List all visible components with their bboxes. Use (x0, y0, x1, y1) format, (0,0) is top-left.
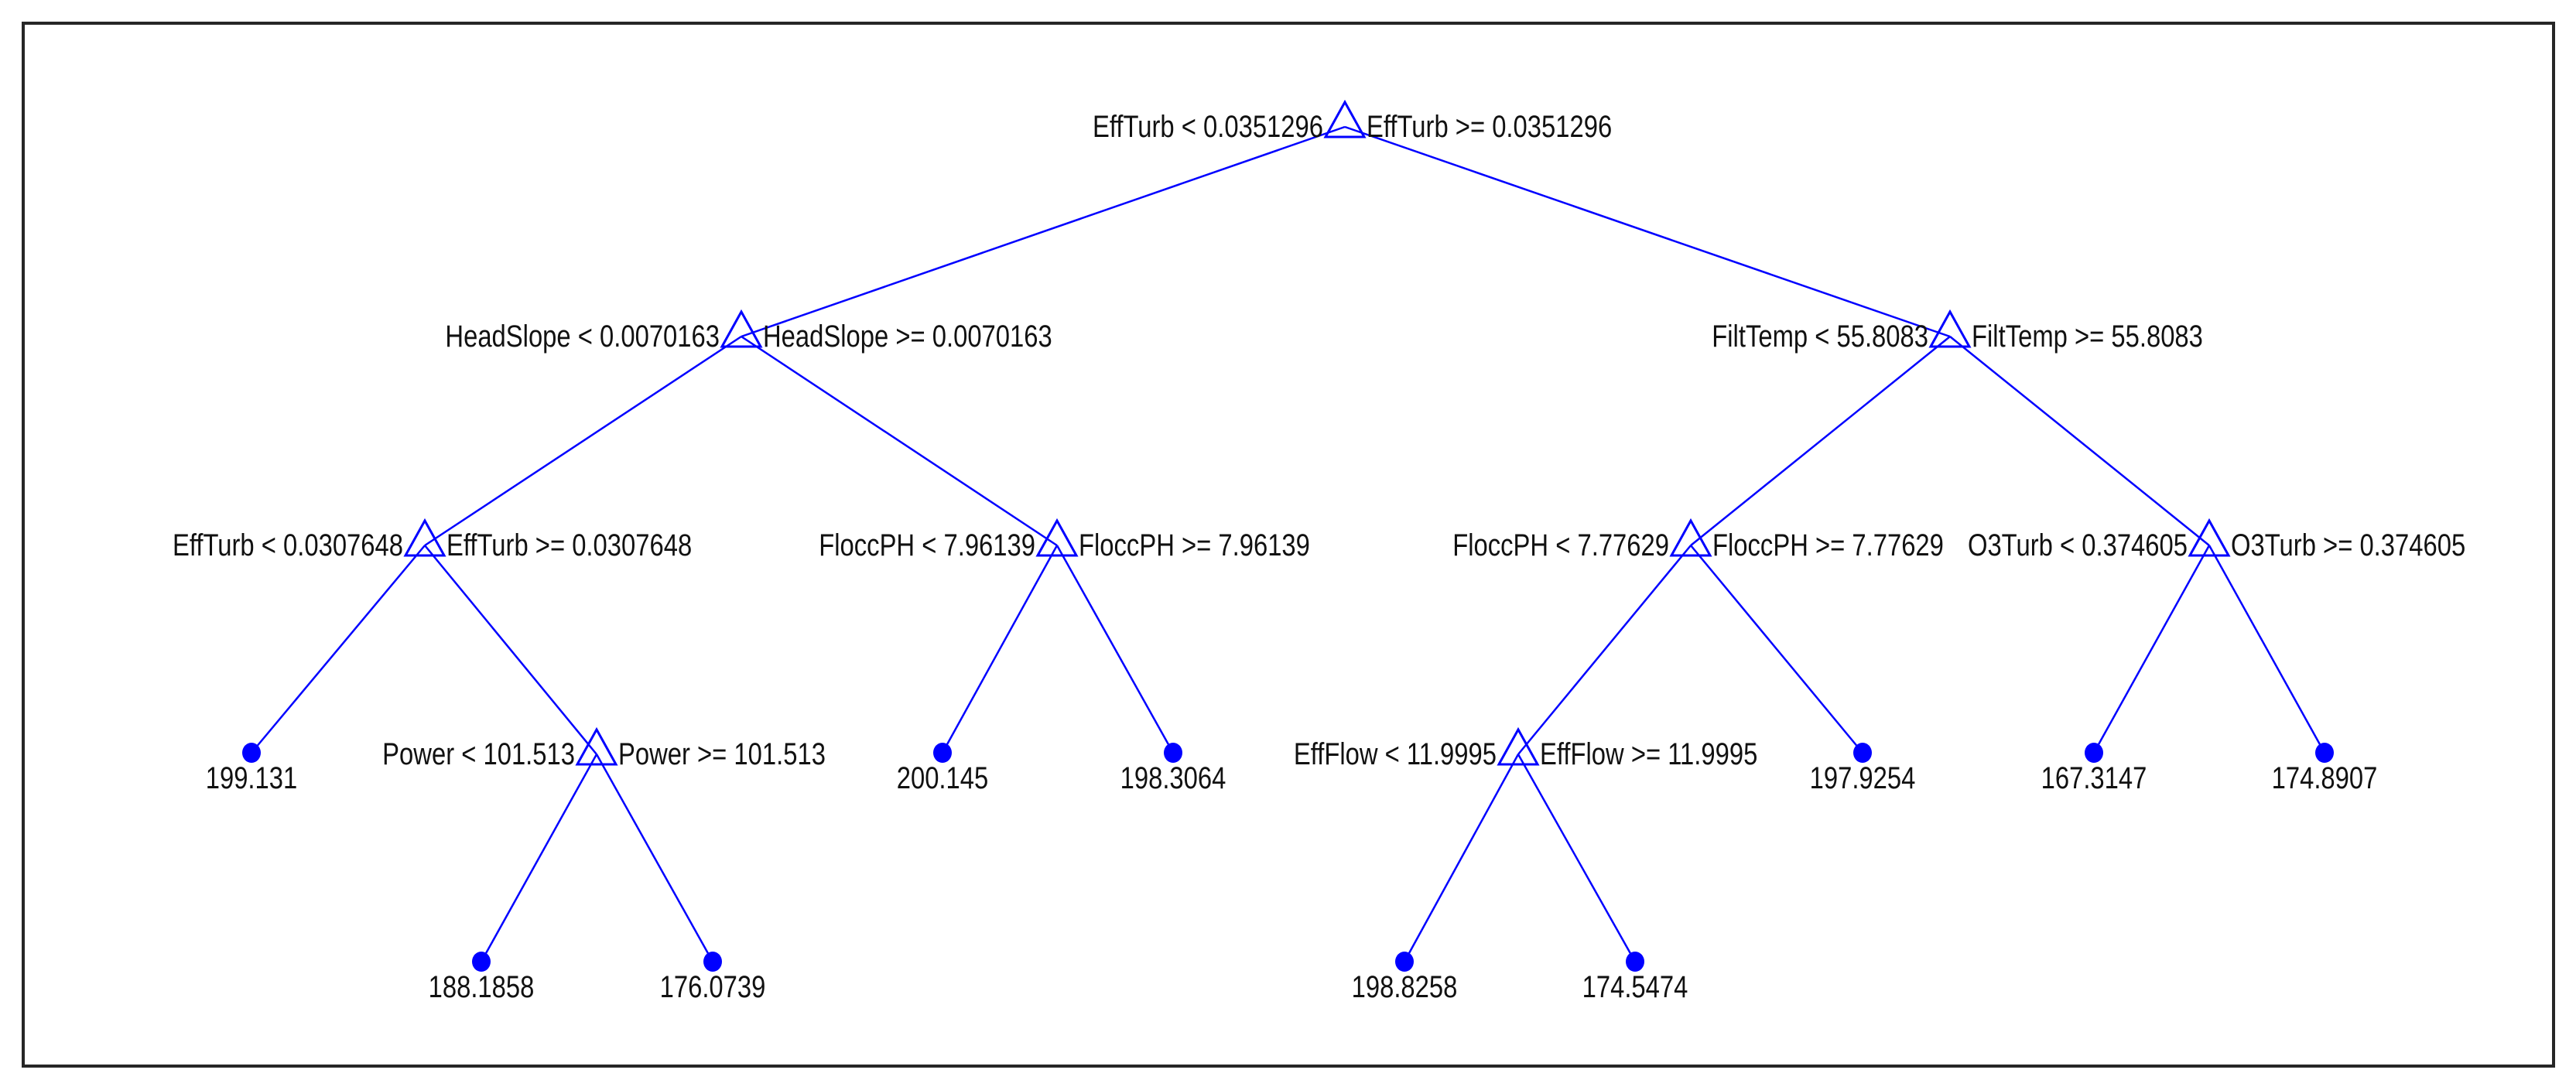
split-node-triangle-icon (1323, 99, 1367, 138)
tree-edge (941, 545, 1059, 754)
tree-edge (1403, 754, 1520, 962)
split-left-label: FiltTemp < 55.8083 (1712, 319, 1928, 354)
split-left-label: EffTurb < 0.0351296 (1093, 109, 1323, 144)
split-right-label: EffTurb >= 0.0307648 (446, 528, 692, 562)
tree-edge (741, 335, 1058, 547)
split-right-label: O3Turb >= 0.374605 (2231, 528, 2465, 562)
split-node-triangle-icon (720, 309, 763, 348)
split-right-label: FloccPH >= 7.96139 (1079, 528, 1310, 562)
split-node-triangle-icon (1928, 309, 1972, 348)
tree-edge (1690, 336, 1951, 546)
plot-frame (22, 22, 2555, 1068)
tree-edge (251, 545, 426, 754)
split-node-triangle-icon (1497, 726, 1540, 766)
leaf-value-label: 176.0739 (660, 969, 766, 1004)
leaf-value-label: 198.8258 (1352, 969, 1458, 1004)
split-left-label: Power < 101.513 (382, 737, 575, 771)
split-node-triangle-icon (1669, 518, 1712, 557)
leaf-value-label: 198.3064 (1120, 760, 1226, 795)
leaf-node-dot-icon (703, 952, 722, 972)
tree-edge (2092, 545, 2211, 754)
leaf-node-dot-icon (1164, 743, 1182, 763)
tree-edge (1344, 125, 1951, 338)
split-right-label: FiltTemp >= 55.8083 (1972, 319, 2203, 354)
tree-nodes (242, 99, 2334, 972)
split-left-label: HeadSlope < 0.0070163 (445, 319, 720, 354)
leaf-node-dot-icon (1626, 952, 1644, 972)
split-left-label: FloccPH < 7.96139 (819, 528, 1035, 562)
split-left-label: EffFlow < 11.9995 (1294, 737, 1497, 771)
split-node-triangle-icon (403, 518, 446, 557)
tree-edge (741, 125, 1346, 338)
tree-edge (1055, 545, 1175, 754)
leaf-node-dot-icon (1853, 743, 1872, 763)
leaf-value-label: 174.8907 (2272, 760, 2378, 795)
split-node-triangle-icon (2188, 518, 2231, 557)
tree-edge (424, 545, 597, 755)
split-right-label: FloccPH >= 7.77629 (1712, 528, 1944, 562)
split-left-label: O3Turb < 0.374605 (1968, 528, 2188, 562)
leaf-node-dot-icon (2315, 743, 2334, 763)
leaf-node-dot-icon (242, 743, 261, 763)
leaf-node-dot-icon (1395, 952, 1414, 972)
leaf-value-label: 174.5474 (1582, 969, 1688, 1004)
tree-edge (595, 754, 714, 962)
split-node-triangle-icon (575, 726, 618, 766)
tree-edges (251, 125, 2326, 962)
tree-edge (1690, 545, 1863, 754)
leaf-value-label: 167.3147 (2041, 760, 2147, 795)
leaf-node-dot-icon (472, 952, 491, 972)
split-right-label: EffTurb >= 0.0351296 (1367, 109, 1612, 144)
leaf-value-label: 200.145 (897, 760, 989, 795)
tree-edge (480, 754, 598, 962)
leaf-value-label: 188.1858 (429, 969, 535, 1004)
leaf-value-label: 197.9254 (1810, 760, 1916, 795)
leaf-node-dot-icon (933, 743, 952, 763)
tree-labels: EffTurb < 0.0351296 EffTurb >= 0.0351296H… (173, 109, 2465, 1004)
tree-edge (424, 335, 742, 547)
split-right-label: EffFlow >= 11.9995 (1540, 737, 1757, 771)
split-left-label: FloccPH < 7.77629 (1452, 528, 1669, 562)
tree-edge (1949, 336, 2210, 546)
leaf-node-dot-icon (2085, 743, 2103, 763)
tree-edge (1517, 754, 1637, 962)
split-right-label: Power >= 101.513 (618, 737, 826, 771)
split-right-label: HeadSlope >= 0.0070163 (763, 319, 1052, 354)
tree-edge (2208, 545, 2326, 754)
leaf-value-label: 199.131 (206, 760, 298, 795)
split-node-triangle-icon (1035, 518, 1079, 557)
tree-edge (1517, 545, 1692, 755)
split-left-label: EffTurb < 0.0307648 (173, 528, 403, 562)
